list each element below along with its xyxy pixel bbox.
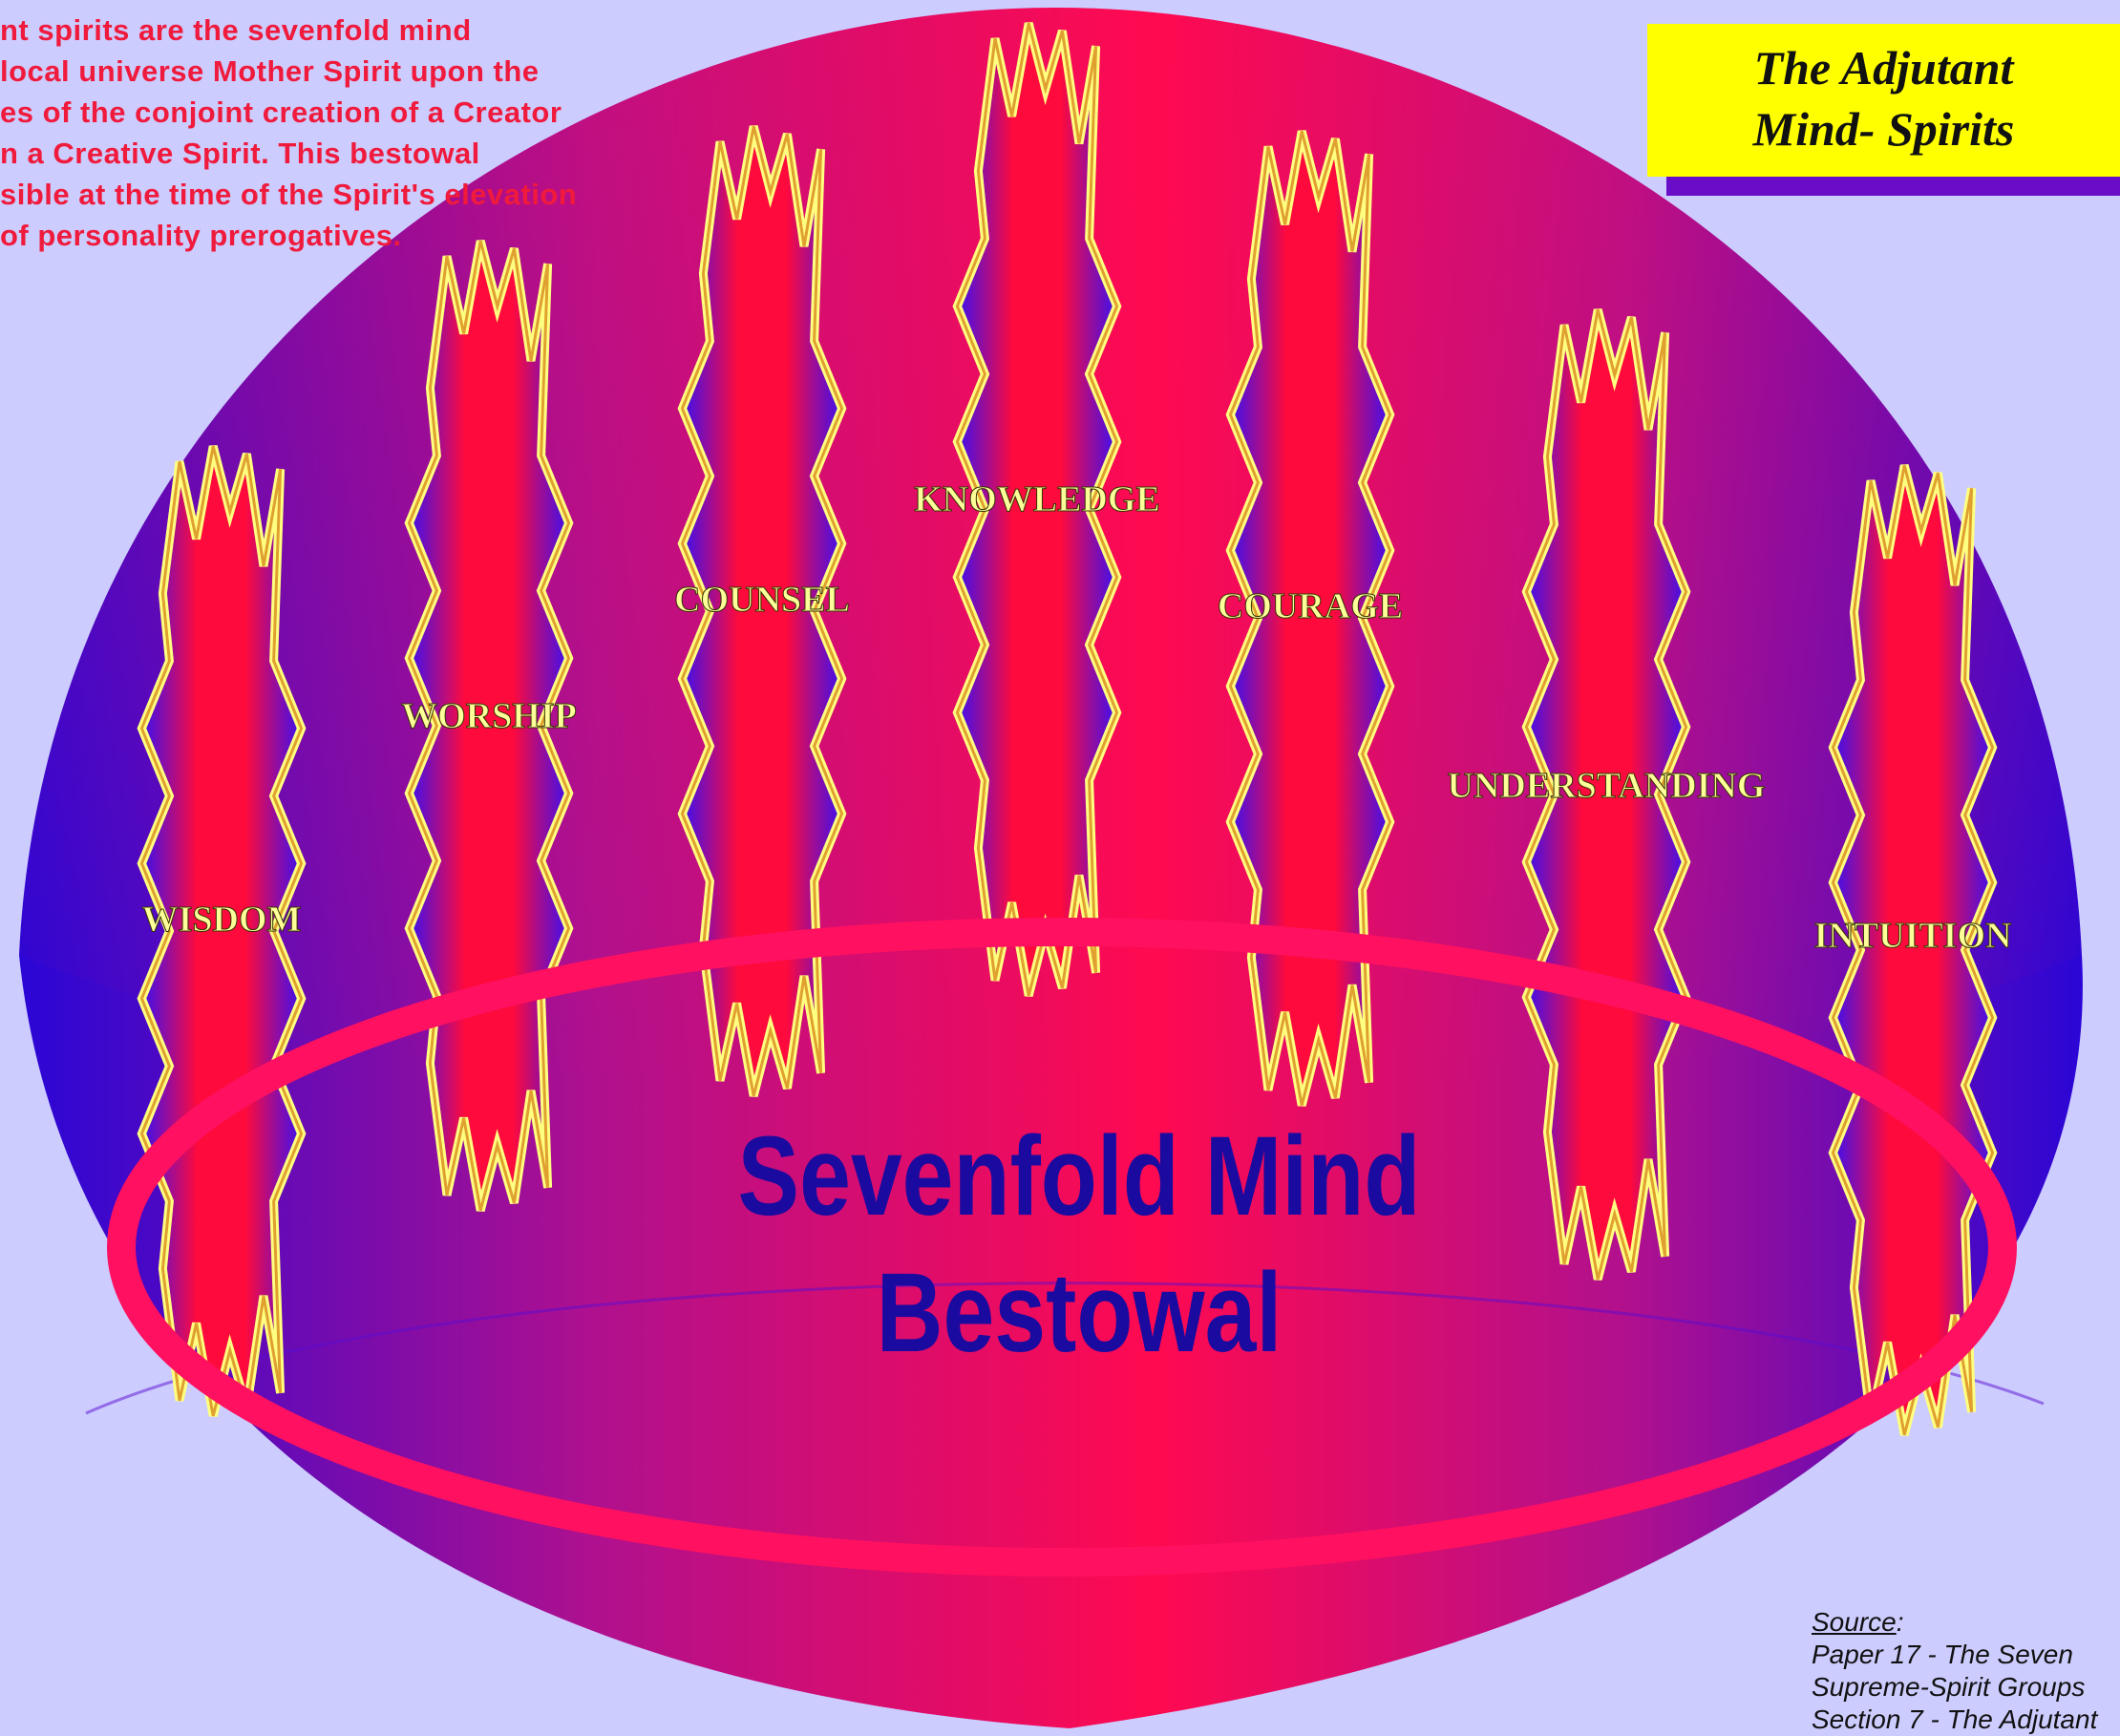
center-title-line1: Sevenfold Mind [738,1112,1421,1238]
center-title-line2: Bestowal [877,1249,1283,1375]
flame-pillar-inner-outline [680,125,844,1097]
title-box: The Adjutant Mind- Spirits [1647,24,2120,177]
source-line1: Paper 17 - The Seven [1812,1640,2073,1669]
spirit-label-wisdom: WISDOM [142,900,302,940]
intro-line: sible at the time of the Spirit's elevat… [0,178,578,211]
flame-pillar-inner-outline [1228,131,1392,1106]
source-note: Source: Paper 17 - The Seven Supreme-Spi… [1812,1606,2117,1736]
source-line3: Section 7 - The Adjutant [1812,1704,2098,1734]
flame-pillar-inner-outline [1831,464,1995,1436]
spirit-label-courage: COURAGE [1218,586,1403,626]
title-underbar [1666,177,2120,196]
intro-text: nt spirits are the sevenfold mind local … [0,10,668,256]
flame-pillar-inner-outline [955,22,1119,997]
flame-pillar-inner-outline [1524,308,1688,1281]
intro-line: nt spirits are the sevenfold mind [0,13,472,47]
source-colon: : [1896,1607,1904,1637]
dome-lip [85,1281,2045,1415]
title-line2: Mind- Spirits [1752,102,2015,156]
intro-line: n a Creative Spirit. This bestowal [0,137,480,170]
bestowal-ring [107,918,2017,1577]
intro-line: es of the conjoint creation of a Creator [0,95,562,129]
spirit-label-worship: WORSHIP [401,696,577,736]
intro-line: of personality prerogatives. [0,219,402,252]
flame-pillar-inner-outline [139,445,304,1417]
source-line2: Supreme-Spirit Groups [1812,1672,2086,1702]
flame-pillar-inner-outline [407,240,571,1212]
source-label: Source [1812,1607,1897,1637]
spirit-label-counsel: COUNSEL [674,580,850,620]
spirit-label-understanding: UNDERSTANDING [1448,766,1766,806]
spirit-label-intuition: INTUITION [1814,916,2012,956]
title-line1: The Adjutant [1753,41,2014,95]
spirit-label-knowledge: KNOWLEDGE [914,479,1160,519]
intro-line: local universe Mother Spirit upon the [0,54,540,88]
